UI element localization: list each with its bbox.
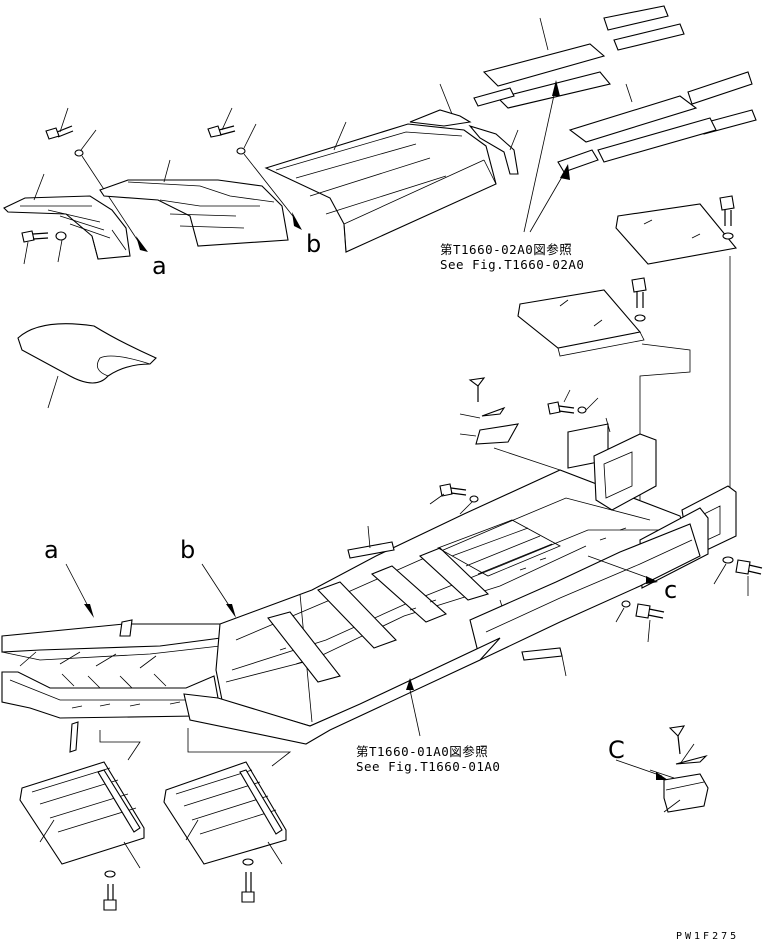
plate-set-upper [473, 5, 685, 109]
callout-c-detail: C [608, 736, 625, 764]
reference-lower: 第T1660-01A0図参照 See Fig.T1660-01A0 [356, 744, 500, 774]
callout-b-top: b [306, 230, 322, 258]
callout-b-main: b [180, 536, 196, 564]
right-middle-plate [517, 277, 691, 500]
plate-set-lower [557, 71, 757, 173]
detail-c-bracket [615, 725, 709, 813]
reference-upper-jp: 第T1660-02A0図参照 [440, 242, 573, 257]
drawing-code: PW1F275 [676, 931, 740, 942]
reference-lower-en: See Fig.T1660-01A0 [356, 759, 501, 774]
large-top-cover [264, 121, 497, 253]
cover-b-part [99, 159, 289, 247]
reference-upper: 第T1660-02A0図参照 See Fig.T1660-02A0 [440, 242, 584, 272]
frame-bolts [429, 483, 763, 643]
bolt-a-lower [21, 230, 67, 265]
cover-a-part [3, 173, 131, 260]
flat-sheet [17, 323, 157, 409]
reference-lower-jp: 第T1660-01A0図参照 [356, 744, 489, 759]
bolt-a-upper [45, 107, 148, 252]
right-upper-plate [615, 195, 738, 490]
plate-reference-arrows [523, 80, 570, 233]
callout-a-main: a [44, 536, 59, 564]
step-plate-left [19, 730, 145, 911]
bolt-b-upper [207, 107, 302, 230]
reference-upper-en: See Fig.T1660-02A0 [440, 257, 585, 272]
step-plate-right [163, 728, 292, 903]
callout-c-arrow: c [664, 576, 678, 604]
main-frame [1, 433, 737, 753]
trim-strips [409, 83, 519, 175]
callout-a-top: a [152, 252, 167, 280]
frame-arrows [65, 555, 658, 737]
